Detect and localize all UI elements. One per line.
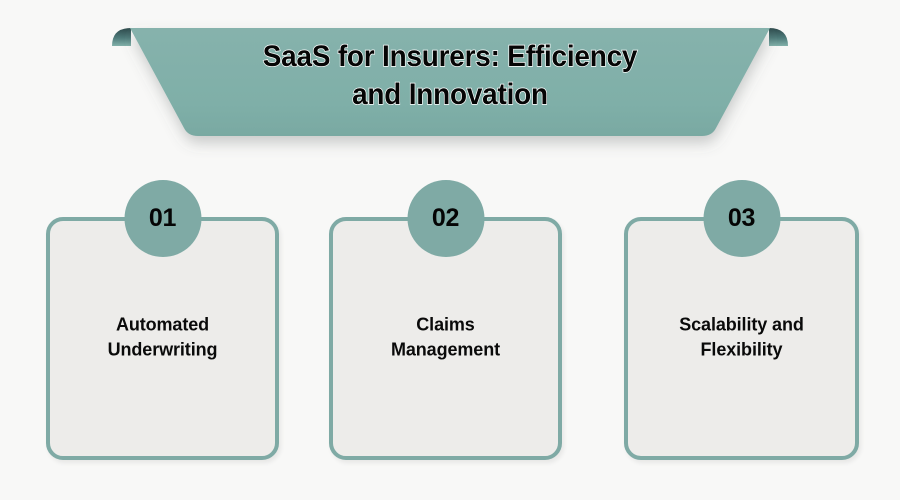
ribbon-fold-right bbox=[769, 28, 788, 46]
ribbon-fold-left bbox=[112, 28, 131, 46]
ribbon-face bbox=[130, 28, 770, 136]
feature-card-3[interactable]: Scalability and Flexibility 03 bbox=[624, 180, 859, 465]
banner-ribbon: SaaS for Insurers: Efficiency and Innova… bbox=[0, 0, 900, 175]
card-number-badge: 01 bbox=[124, 180, 201, 257]
card-number-badge: 02 bbox=[407, 180, 484, 257]
card-body: Scalability and Flexibility bbox=[624, 217, 859, 460]
feature-card-1[interactable]: Automated Underwriting 01 bbox=[46, 180, 279, 465]
card-body: Automated Underwriting bbox=[46, 217, 279, 460]
card-number-badge: 03 bbox=[703, 180, 780, 257]
card-label: Scalability and Flexibility bbox=[679, 313, 804, 360]
card-body: Claims Management bbox=[329, 217, 562, 460]
feature-card-2[interactable]: Claims Management 02 bbox=[329, 180, 562, 465]
card-label: Automated Underwriting bbox=[107, 313, 218, 360]
card-label: Claims Management bbox=[390, 313, 501, 360]
cards-row: Automated Underwriting 01 Claims Managem… bbox=[0, 180, 900, 470]
ribbon-shape bbox=[112, 28, 788, 136]
page-title: SaaS for Insurers: Efficiency and Innova… bbox=[262, 39, 638, 112]
